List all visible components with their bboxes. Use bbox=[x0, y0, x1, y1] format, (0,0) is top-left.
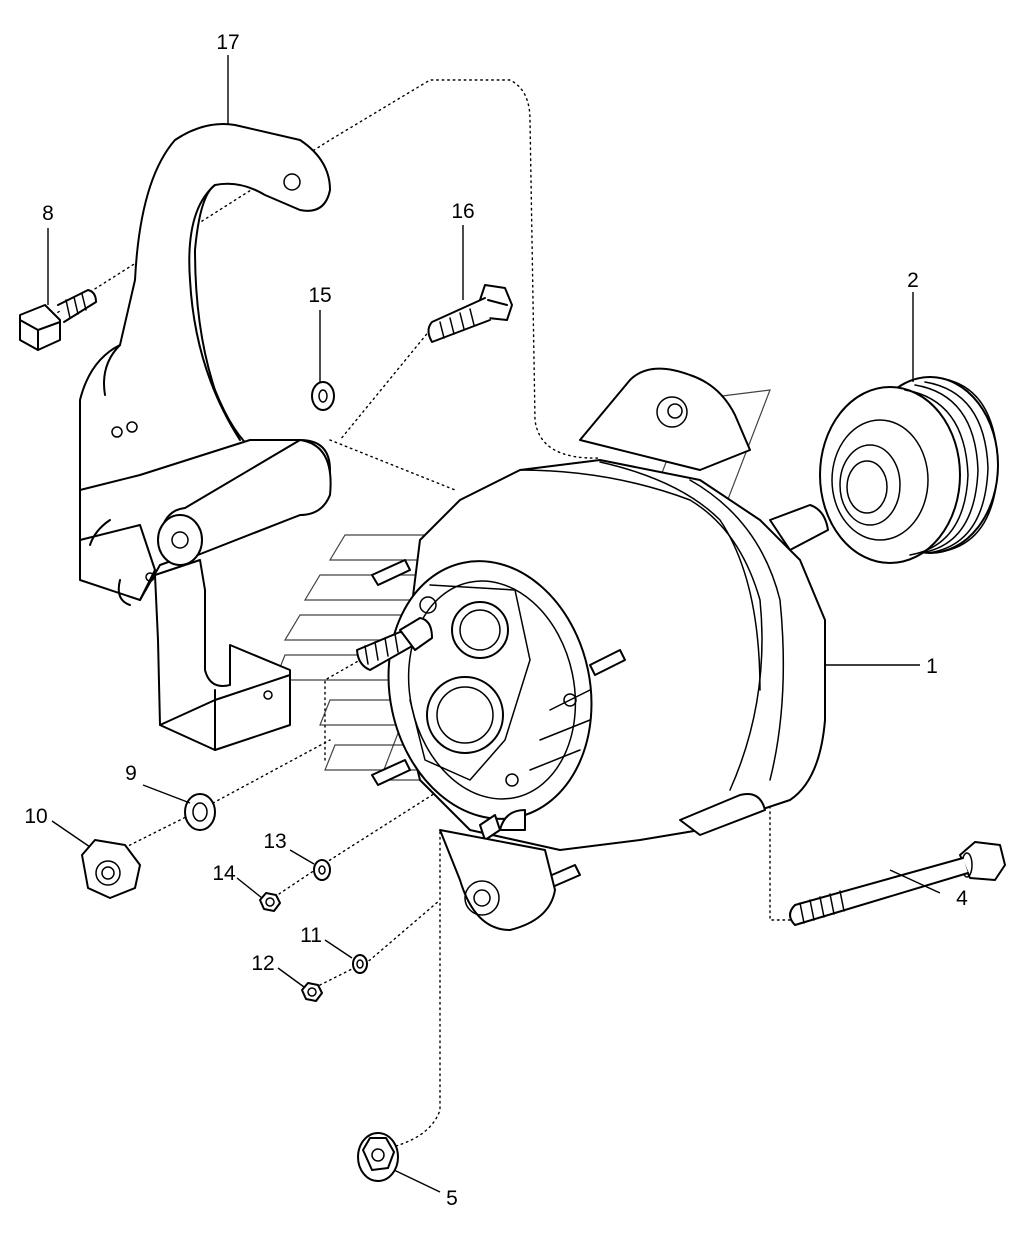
callout-9: 9 bbox=[125, 762, 137, 785]
callout-5: 5 bbox=[446, 1187, 458, 1210]
bolt-part-4 bbox=[789, 841, 1006, 926]
callout-8: 8 bbox=[42, 202, 54, 225]
bracket-part-15 bbox=[79, 123, 332, 751]
nut-part-12 bbox=[301, 982, 323, 1002]
callout-14: 14 bbox=[212, 862, 236, 885]
leader-lines bbox=[47, 55, 941, 1193]
callout-11: 11 bbox=[300, 924, 322, 947]
nut-part-5 bbox=[357, 1132, 399, 1182]
washer-part-13 bbox=[313, 859, 331, 881]
callout-12: 12 bbox=[251, 952, 274, 975]
washer-part-9 bbox=[184, 793, 216, 831]
bolt-part-17 bbox=[427, 284, 513, 343]
callout-16: 15 bbox=[308, 284, 331, 307]
callout-15: 17 bbox=[216, 31, 239, 54]
washer-part-16 bbox=[311, 381, 335, 411]
nut-part-14 bbox=[259, 892, 281, 912]
alternator-part-1 bbox=[356, 367, 829, 931]
bolt-part-8 bbox=[19, 289, 97, 351]
callout-10: 10 bbox=[24, 805, 47, 828]
nut-part-10 bbox=[81, 839, 141, 899]
callout-17: 16 bbox=[451, 200, 474, 223]
callout-labels: 17 8 16 15 2 1 4 9 10 13 14 11 12 5 bbox=[24, 31, 968, 1210]
pulley-part-2 bbox=[819, 376, 999, 564]
callout-13: 13 bbox=[263, 830, 286, 853]
callout-2: 2 bbox=[907, 269, 919, 292]
callout-4: 4 bbox=[956, 887, 968, 910]
washer-part-11 bbox=[352, 954, 368, 974]
callout-1: 1 bbox=[926, 655, 938, 678]
